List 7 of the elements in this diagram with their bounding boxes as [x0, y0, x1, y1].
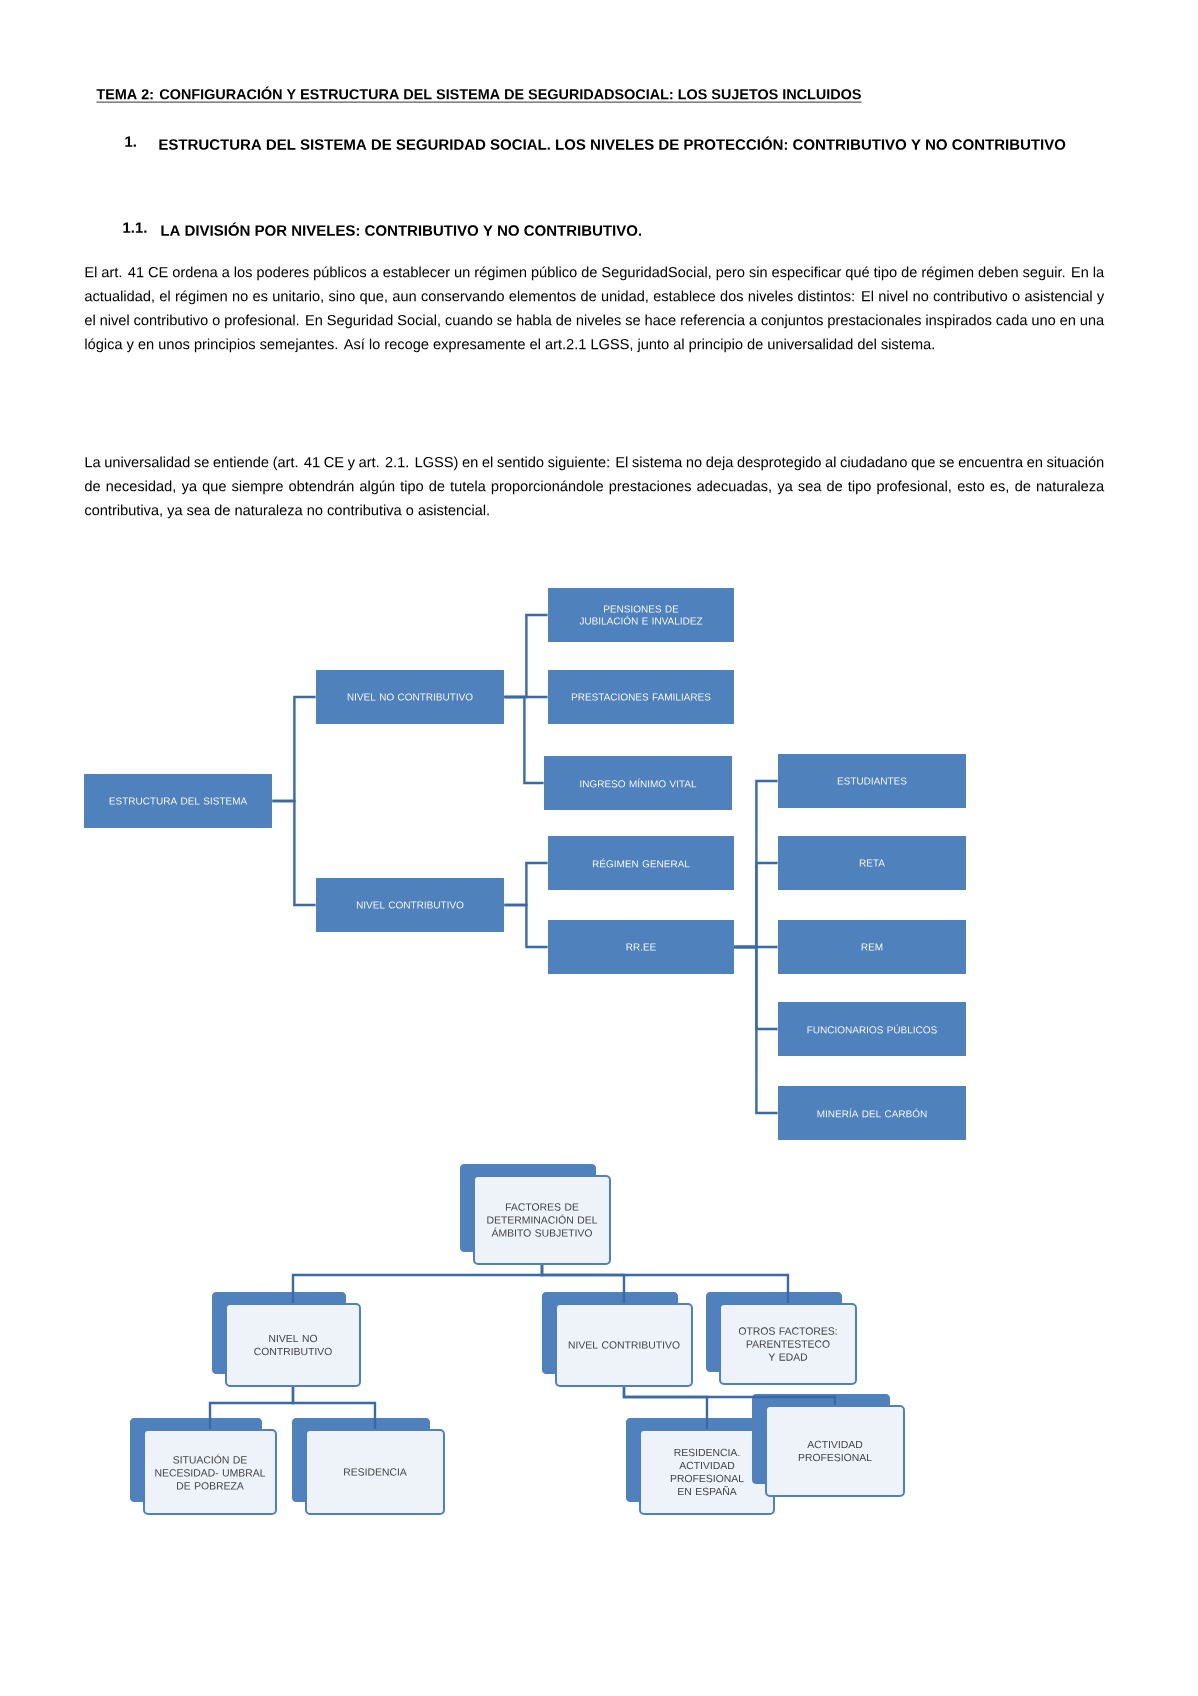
connector	[622, 1387, 837, 1405]
connector	[504, 903, 548, 949]
connector	[291, 1387, 377, 1429]
connector	[734, 945, 778, 1115]
connector	[272, 799, 316, 907]
connector	[504, 695, 544, 785]
connector	[540, 1265, 790, 1303]
